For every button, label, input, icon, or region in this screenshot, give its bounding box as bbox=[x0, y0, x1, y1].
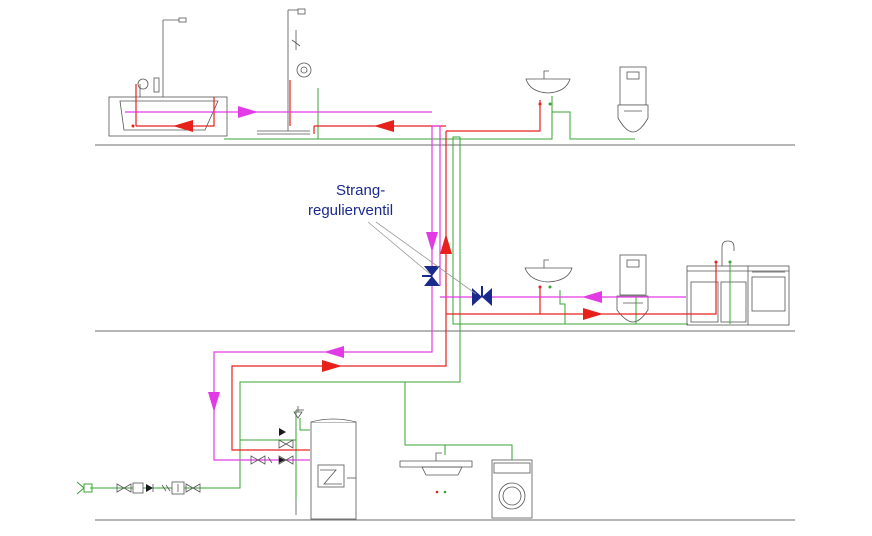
arrow-hot-left-icon-2 bbox=[374, 120, 394, 132]
arrow-circulation-left-icon-2 bbox=[324, 346, 344, 358]
house-connection-assembly bbox=[76, 481, 201, 495]
flow-arrows bbox=[173, 106, 603, 412]
valve-vertical-icon bbox=[422, 266, 440, 286]
house-connection-icon bbox=[76, 481, 85, 495]
arrow-hot-left-icon bbox=[173, 120, 193, 132]
bathtub bbox=[108, 17, 228, 137]
arrow-circulation-down-icon-2 bbox=[208, 392, 220, 412]
arrow-circulation-left-icon bbox=[582, 291, 602, 303]
washbasin-top bbox=[525, 70, 571, 106]
floor-lines bbox=[95, 144, 795, 521]
water-meter-icon bbox=[132, 482, 144, 494]
arrow-hot-up-icon bbox=[440, 234, 452, 254]
safety-valve-icon bbox=[293, 411, 303, 419]
annotation-line-2: regulierventil bbox=[308, 202, 393, 219]
annotation-line-1: Strang- bbox=[336, 182, 385, 199]
arrow-circulation-down-icon bbox=[426, 232, 438, 252]
valve-horizontal-icon bbox=[472, 286, 492, 306]
dishwasher-icon bbox=[751, 276, 786, 312]
kitchen-unit bbox=[686, 240, 790, 326]
washbasin-middle bbox=[524, 259, 573, 289]
cold-water-lines bbox=[90, 88, 731, 500]
utility-sink bbox=[399, 452, 473, 494]
washing-machine-drum-icon bbox=[498, 482, 526, 510]
water-heater bbox=[295, 418, 357, 520]
washing-machine bbox=[491, 459, 533, 519]
hot-water-lines bbox=[135, 80, 717, 451]
wc-middle bbox=[616, 254, 649, 323]
heater-valve-group bbox=[250, 406, 304, 465]
arrow-hot-right-icon bbox=[583, 308, 603, 320]
arrow-hot-right-icon-2 bbox=[322, 360, 342, 372]
valve-annotation: Strang- regulierventil bbox=[308, 182, 477, 295]
shower bbox=[257, 8, 312, 135]
wc-top bbox=[617, 66, 649, 133]
leader-line-2 bbox=[375, 221, 477, 295]
shower-thermostat-icon bbox=[296, 62, 312, 78]
bath-mixer-icon bbox=[153, 77, 160, 93]
arrow-circulation-right-icon bbox=[238, 106, 258, 118]
leader-line-1 bbox=[367, 221, 431, 275]
bath-tap-icon bbox=[137, 78, 149, 90]
